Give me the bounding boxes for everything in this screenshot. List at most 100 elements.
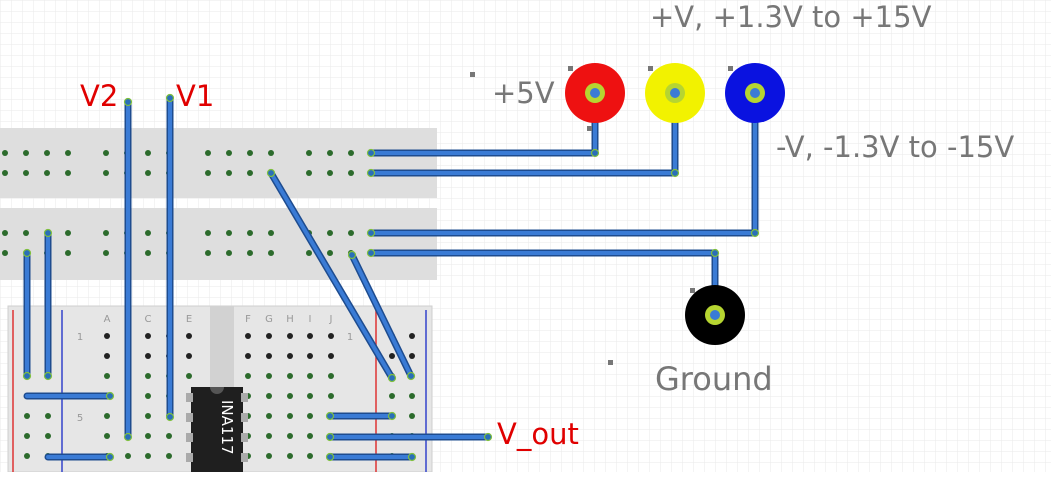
wire-endpoint[interactable]: [387, 373, 397, 383]
terminal-5v[interactable]: [565, 63, 625, 123]
lock-icon: [728, 66, 733, 71]
wire-endpoint[interactable]: [43, 228, 53, 238]
rail-hole: [268, 250, 274, 256]
chip-body: [191, 387, 243, 472]
breadboard-hole: [307, 373, 313, 379]
wire-endpoint[interactable]: [406, 371, 416, 381]
breadboard-hole: [145, 333, 151, 339]
label-minus-v: -V, -1.3V to -15V: [776, 130, 1014, 164]
terminal-plus-v[interactable]: [645, 63, 705, 123]
breadboard-hole: [104, 433, 110, 439]
wire-endpoint[interactable]: [43, 371, 53, 381]
wire-endpoint[interactable]: [366, 168, 376, 178]
rail-hole: [327, 230, 333, 236]
wire-endpoint[interactable]: [266, 168, 276, 178]
lock-icon: [587, 126, 592, 131]
column-label-a: A: [104, 314, 111, 325]
wire-diagonal-plus: [269, 171, 394, 380]
wire-diagonal-minus: [350, 253, 413, 378]
wire-endpoint[interactable]: [105, 391, 115, 401]
wire-endpoint[interactable]: [22, 371, 32, 381]
label-v2: V2: [80, 79, 118, 113]
wire-endpoint[interactable]: [123, 432, 133, 442]
breadboard-hole: [287, 333, 293, 339]
breadboard-hole: [409, 333, 415, 339]
wire-endpoint[interactable]: [123, 97, 133, 107]
wire-endpoint[interactable]: [347, 250, 357, 260]
wire-endpoint[interactable]: [366, 228, 376, 238]
rail-hole: [268, 230, 274, 236]
rail-hole: [103, 150, 109, 156]
wire-endpoint[interactable]: [407, 452, 417, 462]
breadboard-hole: [104, 333, 110, 339]
wire-endpoint[interactable]: [670, 168, 680, 178]
wire-endpoints: [22, 93, 760, 462]
wire-endpoint[interactable]: [366, 148, 376, 158]
rail-hole: [226, 250, 232, 256]
label-ground: Ground: [655, 360, 773, 398]
rail-hole: [226, 150, 232, 156]
chip-pins: [186, 393, 248, 462]
chip-pin: [241, 433, 248, 442]
wire-endpoint[interactable]: [22, 248, 32, 258]
wire-endpoint[interactable]: [483, 432, 493, 442]
column-label-f: F: [245, 314, 251, 325]
terminal-minus-v[interactable]: [725, 63, 785, 123]
rail-hole: [65, 230, 71, 236]
breadboard-hole: [307, 453, 313, 459]
wire-endpoint[interactable]: [710, 248, 720, 258]
wire-endpoint[interactable]: [325, 432, 335, 442]
lock-icon: [690, 288, 695, 293]
breadboard-hole: [328, 353, 334, 359]
rail-hole: [268, 150, 274, 156]
rail-hole: [65, 250, 71, 256]
row-label-5: 5: [77, 413, 83, 424]
breadboard-hole: [307, 333, 313, 339]
wire-endpoint[interactable]: [750, 228, 760, 238]
rail-hole: [306, 250, 312, 256]
rail-hole: [247, 230, 253, 236]
wire-endpoint[interactable]: [590, 148, 600, 158]
wire-endpoint[interactable]: [325, 452, 335, 462]
breadboard-hole: [145, 353, 151, 359]
wire-endpoint[interactable]: [366, 248, 376, 258]
breadboard-hole: [166, 433, 172, 439]
rail-hole: [103, 250, 109, 256]
row-label-1-right: 1: [347, 332, 353, 343]
rail-hole: [103, 230, 109, 236]
rail-hole: [247, 170, 253, 176]
label-plus-v: +V, +1.3V to +15V: [650, 0, 932, 34]
breadboard-hole: [125, 453, 131, 459]
chip-pin: [241, 453, 248, 462]
rail-hole: [205, 230, 211, 236]
breadboard-hole: [328, 333, 334, 339]
rail-hole: [205, 150, 211, 156]
breadboard-hole: [307, 413, 313, 419]
breadboard-hole: [186, 353, 192, 359]
breadboard-hole: [24, 453, 30, 459]
rail-hole: [306, 150, 312, 156]
breadboard-hole: [186, 333, 192, 339]
rail-hole: [306, 170, 312, 176]
terminal-ground[interactable]: [685, 285, 745, 345]
column-label-h: H: [286, 314, 294, 325]
chip-notch: [210, 387, 224, 394]
rail-hole: [145, 250, 151, 256]
ina117-chip[interactable]: INA117: [186, 387, 248, 472]
breadboard-hole: [328, 393, 334, 399]
wire-endpoint[interactable]: [165, 412, 175, 422]
lock-icon: [608, 360, 613, 365]
column-label-e: E: [186, 314, 192, 325]
wire-endpoint[interactable]: [165, 93, 175, 103]
rail-hole: [205, 170, 211, 176]
breadboard-hole: [166, 453, 172, 459]
wire-endpoint[interactable]: [105, 452, 115, 462]
rail-hole: [23, 150, 29, 156]
breadboard-hole: [287, 373, 293, 379]
wire-endpoint[interactable]: [325, 411, 335, 421]
wire-endpoint[interactable]: [387, 411, 397, 421]
rail-hole: [44, 170, 50, 176]
breadboard-hole: [287, 453, 293, 459]
rail-hole: [348, 230, 354, 236]
